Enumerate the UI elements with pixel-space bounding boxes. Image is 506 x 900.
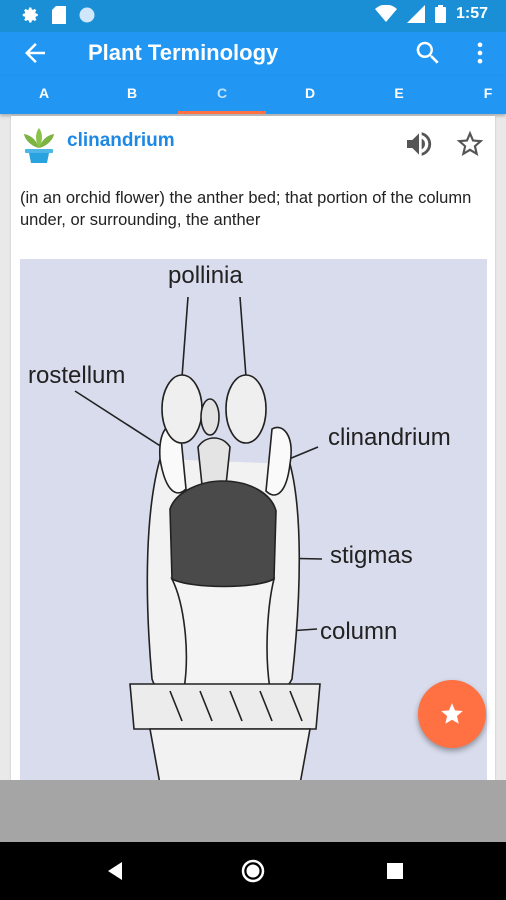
tab-e[interactable]: E bbox=[394, 85, 404, 101]
tab-f[interactable]: F bbox=[483, 85, 493, 101]
signal-icon bbox=[406, 5, 425, 23]
recents-square-icon[interactable] bbox=[380, 856, 410, 886]
circle-icon bbox=[79, 7, 95, 23]
favorite-fab-button[interactable] bbox=[418, 680, 486, 748]
star-outline-icon[interactable] bbox=[454, 128, 486, 160]
plant-logo-icon bbox=[24, 128, 54, 163]
star-icon bbox=[441, 703, 463, 724]
page-title: Plant Terminology bbox=[88, 40, 279, 65]
search-icon[interactable] bbox=[413, 38, 443, 68]
label-column: column bbox=[320, 618, 397, 645]
home-circle-icon[interactable] bbox=[238, 856, 268, 886]
illustration-drawing: pollinia rostellum clinandrium stigmas c… bbox=[28, 262, 451, 780]
orchid-column-illustration: pollinia rostellum clinandrium stigmas c… bbox=[20, 259, 487, 780]
label-clinandrium: clinandrium bbox=[328, 424, 451, 451]
speaker-icon[interactable] bbox=[403, 128, 435, 160]
gear-icon bbox=[22, 7, 38, 23]
bottom-strip bbox=[0, 780, 506, 842]
tab-c[interactable]: C bbox=[178, 76, 266, 114]
label-pollinia: pollinia bbox=[168, 262, 243, 289]
tab-d[interactable]: D bbox=[304, 85, 316, 101]
app-bar: Plant Terminology bbox=[0, 32, 506, 76]
status-time: 1:57 bbox=[455, 5, 488, 22]
battery-icon bbox=[434, 5, 446, 23]
letter-tabs: A B C D E F bbox=[0, 76, 506, 114]
wifi-icon bbox=[374, 5, 397, 22]
status-bar: 1:57 bbox=[0, 0, 506, 32]
back-arrow-icon[interactable] bbox=[20, 38, 50, 68]
term-title: clinandrium bbox=[67, 130, 175, 151]
back-triangle-icon[interactable] bbox=[100, 856, 130, 886]
more-vert-icon[interactable] bbox=[466, 38, 494, 68]
label-rostellum: rostellum bbox=[28, 362, 125, 389]
tab-a[interactable]: A bbox=[38, 85, 50, 101]
sd-card-icon bbox=[52, 6, 66, 24]
system-nav-bar bbox=[0, 842, 506, 900]
label-stigmas: stigmas bbox=[330, 542, 413, 569]
term-definition: (in an orchid flower) the anther bed; th… bbox=[20, 189, 472, 229]
tab-b[interactable]: B bbox=[126, 85, 138, 101]
term-card: clinandrium (in an orchid flower) the an… bbox=[11, 116, 495, 780]
